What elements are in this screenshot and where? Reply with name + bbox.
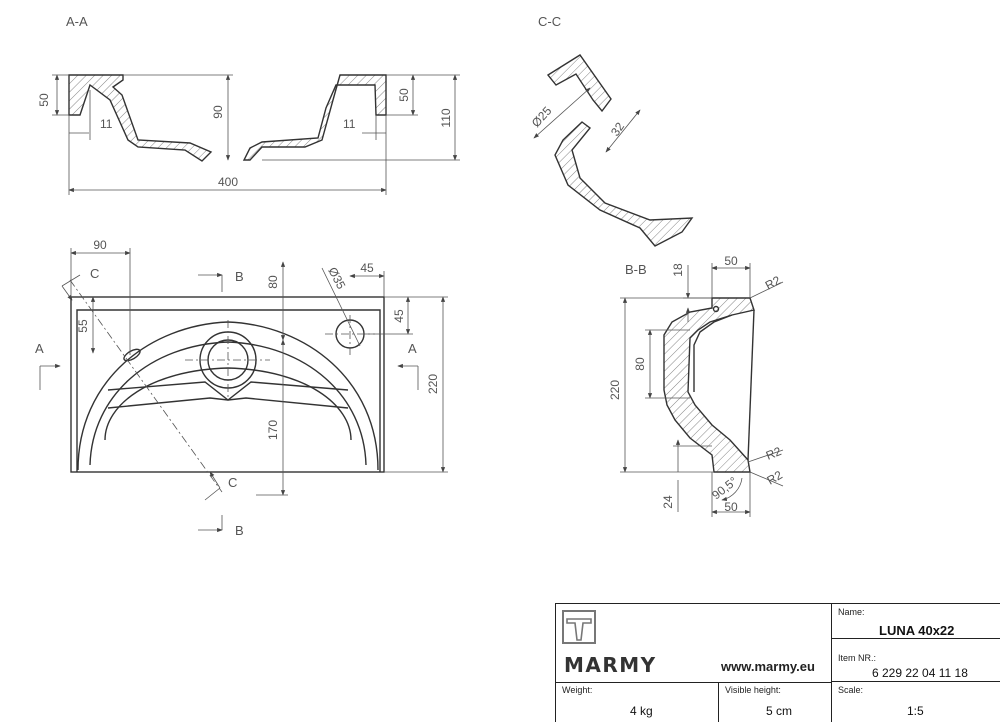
name-label: Name: [838, 607, 865, 617]
section-cc: C-C Ø25 32 [529, 14, 694, 247]
cut-marker-a-right: A [408, 341, 417, 356]
section-aa-left-profile [68, 74, 213, 162]
section-cc-label: C-C [538, 14, 561, 29]
top-view: A A B B C C 90 80 170 Ø35 45 55 45 [35, 238, 448, 538]
overflow-hole [123, 348, 141, 362]
section-aa-label: A-A [66, 14, 88, 29]
section-cc-upper-profile [546, 54, 612, 113]
name-cell: Name: LUNA 40x22 [831, 604, 1000, 639]
item-label: Item NR.: [838, 653, 877, 663]
dim-cc-32: 32 [608, 119, 627, 138]
dim-aa-50-left: 50 [37, 93, 51, 107]
dim-aa-11-left: 11 [100, 117, 113, 131]
brand-name: MARMY [564, 653, 657, 677]
marmy-logo-icon [562, 610, 596, 644]
dim-bb-50-bottom: 50 [724, 500, 738, 514]
dim-bb-24: 24 [661, 495, 675, 509]
weight-label: Weight: [562, 685, 593, 695]
scale-value: 1:5 [907, 704, 924, 718]
visible-height-cell: Visible height: 5 cm [718, 682, 831, 722]
basin-outline [70, 296, 385, 473]
dim-top-170: 170 [266, 420, 280, 440]
title-block-logo-area: MARMY www.marmy.eu [556, 604, 831, 683]
section-bb-bowl-line [693, 314, 733, 392]
dim-bb-r2-top: R2 [763, 273, 783, 293]
dim-aa-90: 90 [211, 105, 225, 119]
dim-top-35: Ø35 [325, 265, 348, 292]
website-link[interactable]: www.marmy.eu [721, 659, 815, 674]
cut-marker-c-top: C [90, 266, 99, 281]
dim-aa-50-right: 50 [397, 88, 411, 102]
dim-cc-25: Ø25 [529, 104, 555, 130]
cut-marker-b-top: B [235, 269, 244, 284]
dim-top-55: 55 [76, 319, 90, 333]
scale-label: Scale: [838, 685, 864, 695]
visible-height-value: 5 cm [766, 704, 793, 718]
dim-bb-r2-a: R2 [764, 444, 784, 463]
dim-aa-400: 400 [218, 175, 238, 189]
dim-top-45v: 45 [392, 309, 406, 323]
name-value: LUNA 40x22 [879, 623, 955, 638]
scale-cell: Scale: 1:5 [831, 682, 1000, 722]
section-bb-inner-wall [747, 309, 755, 461]
dim-top-80: 80 [266, 275, 280, 289]
dim-bb-18: 18 [671, 263, 685, 277]
dim-top-220: 220 [426, 374, 440, 394]
cut-marker-c-bottom: C [228, 475, 237, 490]
item-cell: Item NR.: 6 229 22 04 11 18 [831, 639, 1000, 682]
visible-height-label: Visible height: [725, 685, 781, 695]
dim-aa-11-right: 11 [343, 117, 356, 131]
title-block: MARMY www.marmy.eu Name: LUNA 40x22 Item… [555, 603, 1000, 722]
dim-bb-80: 80 [633, 357, 647, 371]
cut-marker-a-left: A [35, 341, 44, 356]
section-aa-right-profile [242, 74, 387, 161]
dim-top-90: 90 [93, 238, 107, 252]
basin-inner-rim [76, 309, 381, 472]
section-bb-label: B-B [625, 262, 647, 277]
dim-bb-50-top: 50 [724, 254, 738, 268]
weight-cell: Weight: 4 kg [556, 682, 718, 722]
drain-slope-lower [107, 397, 349, 409]
dim-bb-angle: 90,5° [709, 474, 740, 502]
weight-value: 4 kg [630, 704, 653, 718]
dim-bb-r2-b: R2 [765, 468, 786, 488]
dim-top-45h: 45 [360, 261, 374, 275]
dim-aa-110: 110 [439, 108, 453, 127]
cut-marker-b-bottom: B [235, 523, 244, 538]
section-aa: A-A 50 11 90 11 50 110 400 [37, 14, 460, 195]
section-bb-overflow [712, 305, 720, 313]
section-bb: B-B 18 50 R2 220 80 R2 R2 24 90,5° [608, 254, 785, 517]
section-bb-profile [663, 297, 755, 473]
section-cc-lower-profile [554, 121, 694, 247]
item-value: 6 229 22 04 11 18 [872, 666, 968, 680]
dim-bb-220: 220 [608, 380, 622, 400]
